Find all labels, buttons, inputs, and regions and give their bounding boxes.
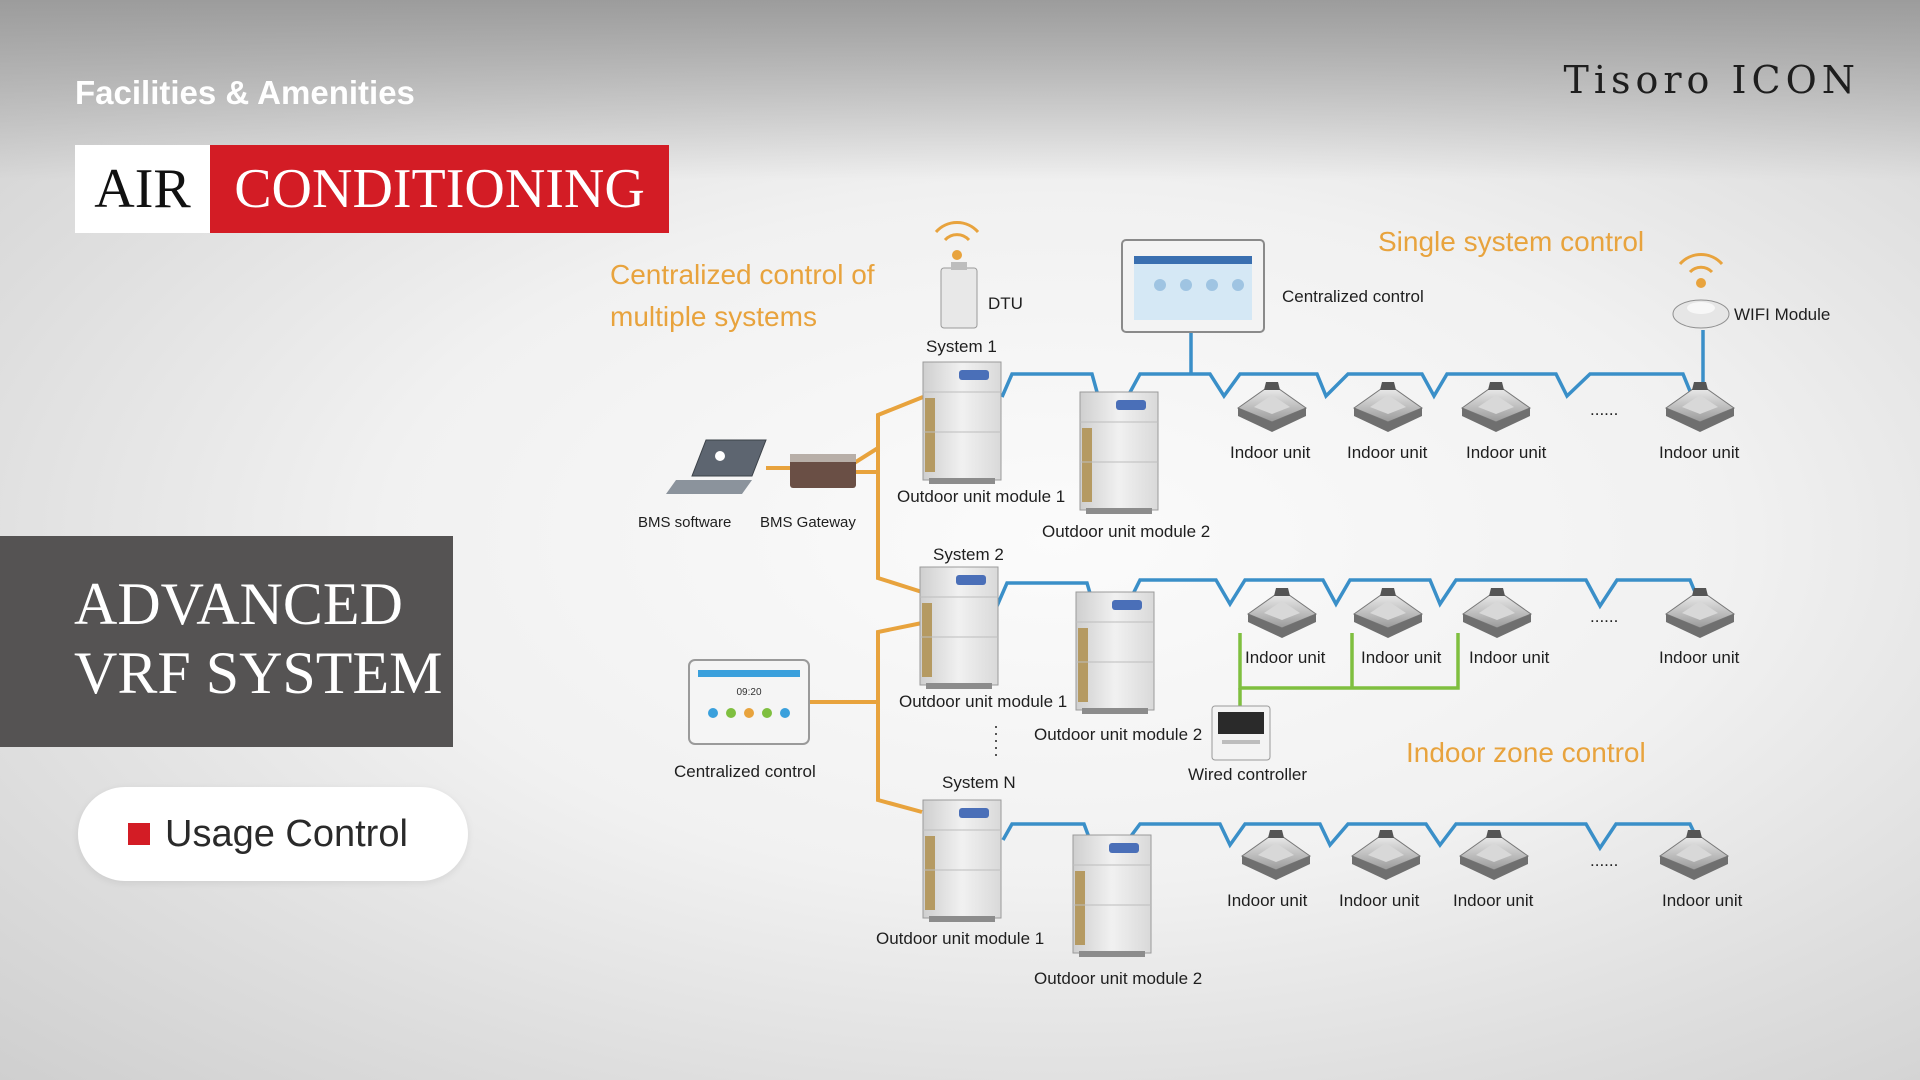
system2-outdoor-module1 — [919, 566, 999, 690]
systemN-outdoor-module1 — [922, 799, 1002, 923]
green-wired-lines — [1238, 633, 1460, 712]
system1-outdoor-module2 — [1079, 391, 1159, 515]
vrf-heading-panel: ADVANCED VRF SYSTEM — [0, 536, 453, 747]
label-s1-indoor-4: Indoor unit — [1659, 443, 1740, 462]
label-s2-indoor-3: Indoor unit — [1469, 648, 1550, 667]
label-s2-module1: Outdoor unit module 1 — [899, 692, 1067, 711]
dtu-device — [934, 221, 980, 329]
label-sn-module1: Outdoor unit module 1 — [876, 929, 1044, 948]
wifi-module-device — [1672, 253, 1730, 329]
title-conditioning: CONDITIONING — [210, 145, 669, 233]
system2-outdoor-module2 — [1075, 591, 1155, 715]
label-s1-indoor-2: Indoor unit — [1347, 443, 1428, 462]
system1-outdoor-module1 — [922, 361, 1002, 485]
ellipsis-sn: ...... — [1590, 851, 1618, 870]
label-s1-module2: Outdoor unit module 2 — [1042, 522, 1210, 541]
red-square-bullet — [128, 823, 150, 845]
label-bms-software: BMS software — [638, 514, 731, 531]
bms-gateway — [790, 454, 856, 488]
wired-controller-device — [1211, 705, 1271, 761]
label-wired-controller: Wired controller — [1188, 765, 1307, 784]
label-bms-gateway: BMS Gateway — [760, 514, 856, 531]
brand-logo: Tisoro ICON — [1563, 58, 1860, 102]
label-sn-module2: Outdoor unit module 2 — [1034, 969, 1202, 988]
label-dtu: DTU — [988, 294, 1023, 313]
label-system-n: System N — [942, 773, 1016, 792]
label-sn-indoor-1: Indoor unit — [1227, 891, 1308, 910]
label-s1-indoor-3: Indoor unit — [1466, 443, 1547, 462]
label-s1-indoor-1: Indoor unit — [1230, 443, 1311, 462]
centralized-control-panel-left — [688, 659, 810, 745]
system1-indoor-units — [1237, 381, 1735, 433]
systemN-indoor-units — [1241, 829, 1729, 881]
label-s2-indoor-4: Indoor unit — [1659, 648, 1740, 667]
usage-control-pill[interactable]: Usage Control — [78, 787, 468, 881]
annotation-centralized-line2: multiple systems — [610, 301, 817, 332]
centralized-control-panel-top — [1121, 239, 1265, 333]
annotation-indoor-zone: Indoor zone control — [1406, 737, 1646, 768]
label-system-2: System 2 — [933, 545, 1004, 564]
ellipsis-s2: ...... — [1590, 607, 1618, 626]
annotation-centralized-line1: Centralized control of — [610, 259, 875, 290]
label-wifi-module: WIFI Module — [1734, 305, 1830, 324]
label-sn-indoor-3: Indoor unit — [1453, 891, 1534, 910]
blue-pipe-lines — [995, 330, 1705, 852]
system2-indoor-units — [1247, 587, 1735, 639]
label-system-1: System 1 — [926, 337, 997, 356]
usage-control-label: Usage Control — [165, 812, 408, 855]
annotation-single-system: Single system control — [1378, 226, 1644, 257]
section-title: Facilities & Amenities — [75, 74, 415, 111]
label-sn-indoor-2: Indoor unit — [1339, 891, 1420, 910]
label-centralized-control-top: Centralized control — [1282, 287, 1424, 306]
vrf-heading-line1: ADVANCED — [74, 571, 403, 637]
label-s2-indoor-1: Indoor unit — [1245, 648, 1326, 667]
label-s1-module1: Outdoor unit module 1 — [897, 487, 1065, 506]
label-s2-module2: Outdoor unit module 2 — [1034, 725, 1202, 744]
label-sn-indoor-4: Indoor unit — [1662, 891, 1743, 910]
label-s2-indoor-2: Indoor unit — [1361, 648, 1442, 667]
title-air: AIR — [75, 145, 210, 233]
panel-clock: 09:20 — [736, 687, 761, 698]
bms-laptop — [666, 439, 767, 494]
systemN-outdoor-module2 — [1072, 834, 1152, 958]
vrf-heading-line2: VRF SYSTEM — [74, 640, 443, 706]
ellipsis-s1: ...... — [1590, 400, 1618, 419]
label-centralized-control-left: Centralized control — [674, 762, 816, 781]
